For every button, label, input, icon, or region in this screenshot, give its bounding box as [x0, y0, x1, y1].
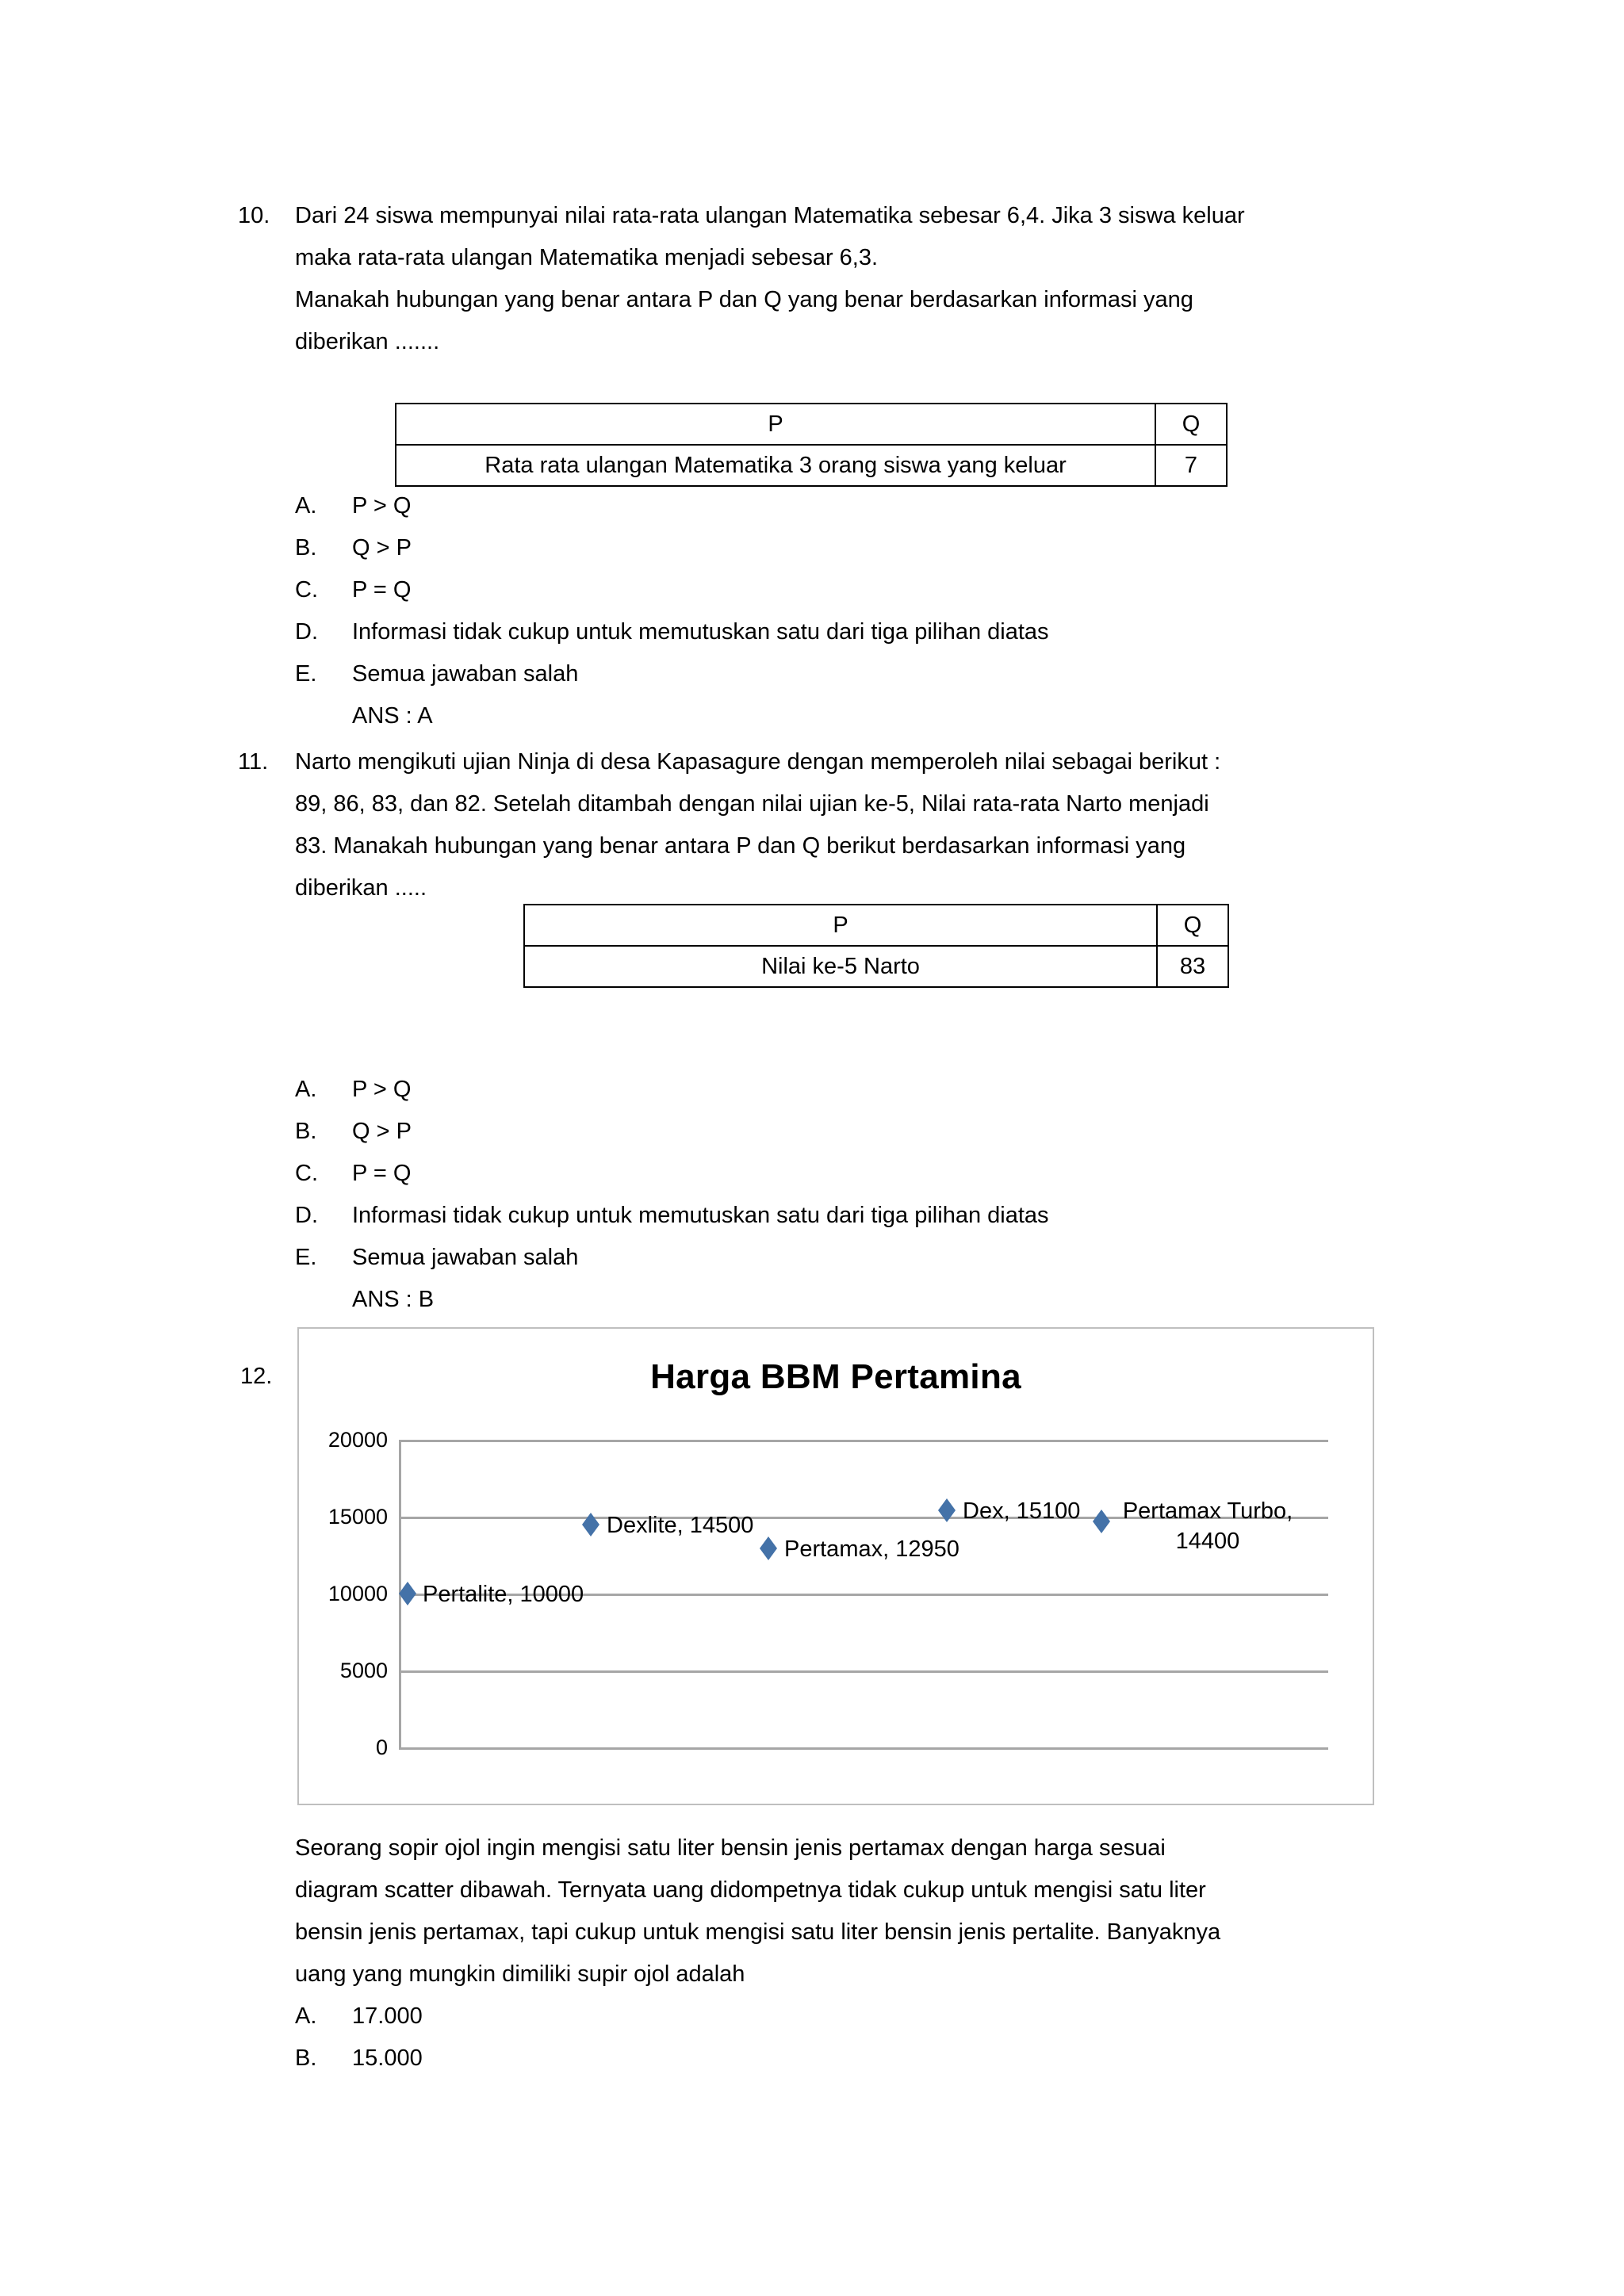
question-11-number: 11. — [238, 749, 269, 775]
question-12-line-2: diagram scatter dibawah. Ternyata uang d… — [295, 1877, 1206, 1903]
option-a[interactable]: A. 17.000 — [295, 1996, 1326, 2038]
pq-value-q: 7 — [1155, 444, 1228, 487]
question-10-line-1: Dari 24 siswa mempunyai nilai rata-rata … — [295, 203, 1245, 228]
option-d-text: Informasi tidak cukup untuk memutuskan s… — [352, 1203, 1049, 1228]
question-11-line-3: 83. Manakah hubungan yang benar antara P… — [295, 833, 1186, 859]
question-10-text: Dari 24 siswa mempunyai nilai rata-rata … — [295, 195, 1388, 363]
question-10-options: A. P > Q B. Q > P C. P = Q D. Informasi … — [295, 485, 1326, 737]
y-tick-10000: 10000 — [327, 1582, 388, 1605]
pq-value-q: 83 — [1156, 945, 1229, 988]
question-11-line-4: diberikan ..... — [295, 875, 427, 901]
option-d-label: D. — [295, 619, 318, 645]
table-row: P Q — [523, 904, 1229, 947]
option-a-text: 17.000 — [352, 2003, 423, 2029]
option-d[interactable]: D. Informasi tidak cukup untuk memutuska… — [295, 611, 1326, 653]
option-c[interactable]: C. P = Q — [295, 569, 1326, 611]
gridline-0 — [399, 1747, 1328, 1750]
gridline-15000 — [399, 1517, 1328, 1519]
option-a-text: P > Q — [352, 493, 412, 519]
option-c[interactable]: C. P = Q — [295, 1153, 1326, 1195]
data-point-pertamax-turbo — [1093, 1510, 1110, 1533]
option-a-text: P > Q — [352, 1077, 412, 1102]
data-label-pertamax: Pertamax, 12950 — [784, 1536, 959, 1562]
option-e-text: Semua jawaban salah — [352, 661, 579, 687]
option-b[interactable]: B. 15.000 — [295, 2038, 1326, 2080]
option-a[interactable]: A. P > Q — [295, 485, 1326, 527]
data-point-dexlite — [582, 1513, 599, 1536]
harga-bbm-scatter-chart: Harga BBM Pertamina Pertalite, 10000 Dex… — [297, 1327, 1374, 1805]
question-12-number: 12. — [240, 1364, 273, 1389]
data-point-dex — [938, 1498, 956, 1522]
gridline-10000 — [399, 1594, 1328, 1596]
chart-plot-area: Pertalite, 10000 Dexlite, 14500 Pertamax… — [399, 1440, 1328, 1750]
option-b-text: 15.000 — [352, 2045, 423, 2071]
option-a-label: A. — [295, 493, 317, 519]
question-11-pq-table: P Q Nilai ke-5 Narto 83 — [523, 904, 1229, 988]
question-10-answer: ANS : A — [352, 703, 433, 729]
option-c-text: P = Q — [352, 1161, 412, 1186]
question-12-line-1: Seorang sopir ojol ingin mengisi satu li… — [295, 1835, 1166, 1861]
data-label-dexlite: Dexlite, 14500 — [607, 1513, 754, 1538]
option-b-label: B. — [295, 1119, 317, 1144]
option-e-label: E. — [295, 1245, 317, 1270]
option-e[interactable]: E. Semua jawaban salah — [295, 653, 1326, 695]
option-b[interactable]: B. Q > P — [295, 1111, 1326, 1153]
question-10-number: 10. — [238, 203, 270, 228]
option-d-text: Informasi tidak cukup untuk memutuskan s… — [352, 619, 1049, 645]
chart-title: Harga BBM Pertamina — [650, 1357, 1021, 1396]
option-e[interactable]: E. Semua jawaban salah — [295, 1237, 1326, 1279]
option-d[interactable]: D. Informasi tidak cukup untuk memutuska… — [295, 1195, 1326, 1237]
option-b-label: B. — [295, 2045, 317, 2071]
question-12-paragraph: Seorang sopir ojol ingin mengisi satu li… — [295, 1827, 1405, 1996]
question-10: 10. Dari 24 siswa mempunyai nilai rata-r… — [238, 195, 1388, 363]
option-c-label: C. — [295, 1161, 318, 1186]
question-11-line-1: Narto mengikuti ujian Ninja di desa Kapa… — [295, 749, 1221, 775]
data-point-pertamax — [760, 1536, 777, 1560]
option-e-label: E. — [295, 661, 317, 687]
option-a-label: A. — [295, 2003, 317, 2029]
option-b-text: Q > P — [352, 1119, 412, 1144]
data-point-pertalite — [399, 1582, 416, 1605]
option-b-text: Q > P — [352, 535, 412, 561]
option-b-label: B. — [295, 535, 317, 561]
question-12-line-4: uang yang mungkin dimiliki supir ojol ad… — [295, 1961, 745, 1987]
pq-value-p: Nilai ke-5 Narto — [523, 945, 1158, 988]
gridline-20000 — [399, 1440, 1328, 1442]
pq-value-p: Rata rata ulangan Matematika 3 orang sis… — [395, 444, 1156, 487]
option-c-label: C. — [295, 577, 318, 603]
option-d-label: D. — [295, 1203, 318, 1228]
y-tick-15000: 15000 — [327, 1505, 388, 1529]
y-tick-0: 0 — [375, 1735, 388, 1759]
question-10-line-3: Manakah hubungan yang benar antara P dan… — [295, 287, 1193, 312]
option-c-text: P = Q — [352, 577, 412, 603]
question-11-options: A. P > Q B. Q > P C. P = Q D. Informasi … — [295, 1069, 1326, 1321]
question-10-line-2: maka rata-rata ulangan Matematika menjad… — [295, 245, 879, 270]
pq-header-q: Q — [1155, 403, 1228, 446]
pq-header-p: P — [395, 403, 1156, 446]
question-10-pq-table: P Q Rata rata ulangan Matematika 3 orang… — [395, 403, 1228, 487]
pq-header-q: Q — [1156, 904, 1229, 947]
table-row: Nilai ke-5 Narto 83 — [523, 945, 1229, 988]
y-tick-20000: 20000 — [327, 1428, 388, 1452]
data-label-dex: Dex, 15100 — [963, 1498, 1081, 1524]
question-11-text: Narto mengikuti ujian Ninja di desa Kapa… — [295, 741, 1396, 909]
gridline-5000 — [399, 1670, 1328, 1673]
question-11: 11. Narto mengikuti ujian Ninja di desa … — [238, 741, 1396, 909]
question-12-options: A. 17.000 B. 15.000 — [295, 1996, 1326, 2080]
data-label-pertalite: Pertalite, 10000 — [423, 1582, 584, 1607]
question-10-line-4: diberikan ....... — [295, 329, 440, 354]
question-12-line-3: bensin jenis pertamax, tapi cukup untuk … — [295, 1919, 1221, 1945]
y-tick-5000: 5000 — [339, 1659, 388, 1682]
option-a[interactable]: A. P > Q — [295, 1069, 1326, 1111]
question-11-line-2: 89, 86, 83, dan 82. Setelah ditambah den… — [295, 791, 1209, 817]
table-row: P Q — [395, 403, 1228, 446]
table-row: Rata rata ulangan Matematika 3 orang sis… — [395, 444, 1228, 487]
option-a-label: A. — [295, 1077, 317, 1102]
pq-header-p: P — [523, 904, 1158, 947]
question-11-answer: ANS : B — [352, 1287, 435, 1312]
option-b[interactable]: B. Q > P — [295, 527, 1326, 569]
option-e-text: Semua jawaban salah — [352, 1245, 579, 1270]
data-label-pertamax-turbo: Pertamax Turbo, 14400 — [1122, 1498, 1293, 1554]
